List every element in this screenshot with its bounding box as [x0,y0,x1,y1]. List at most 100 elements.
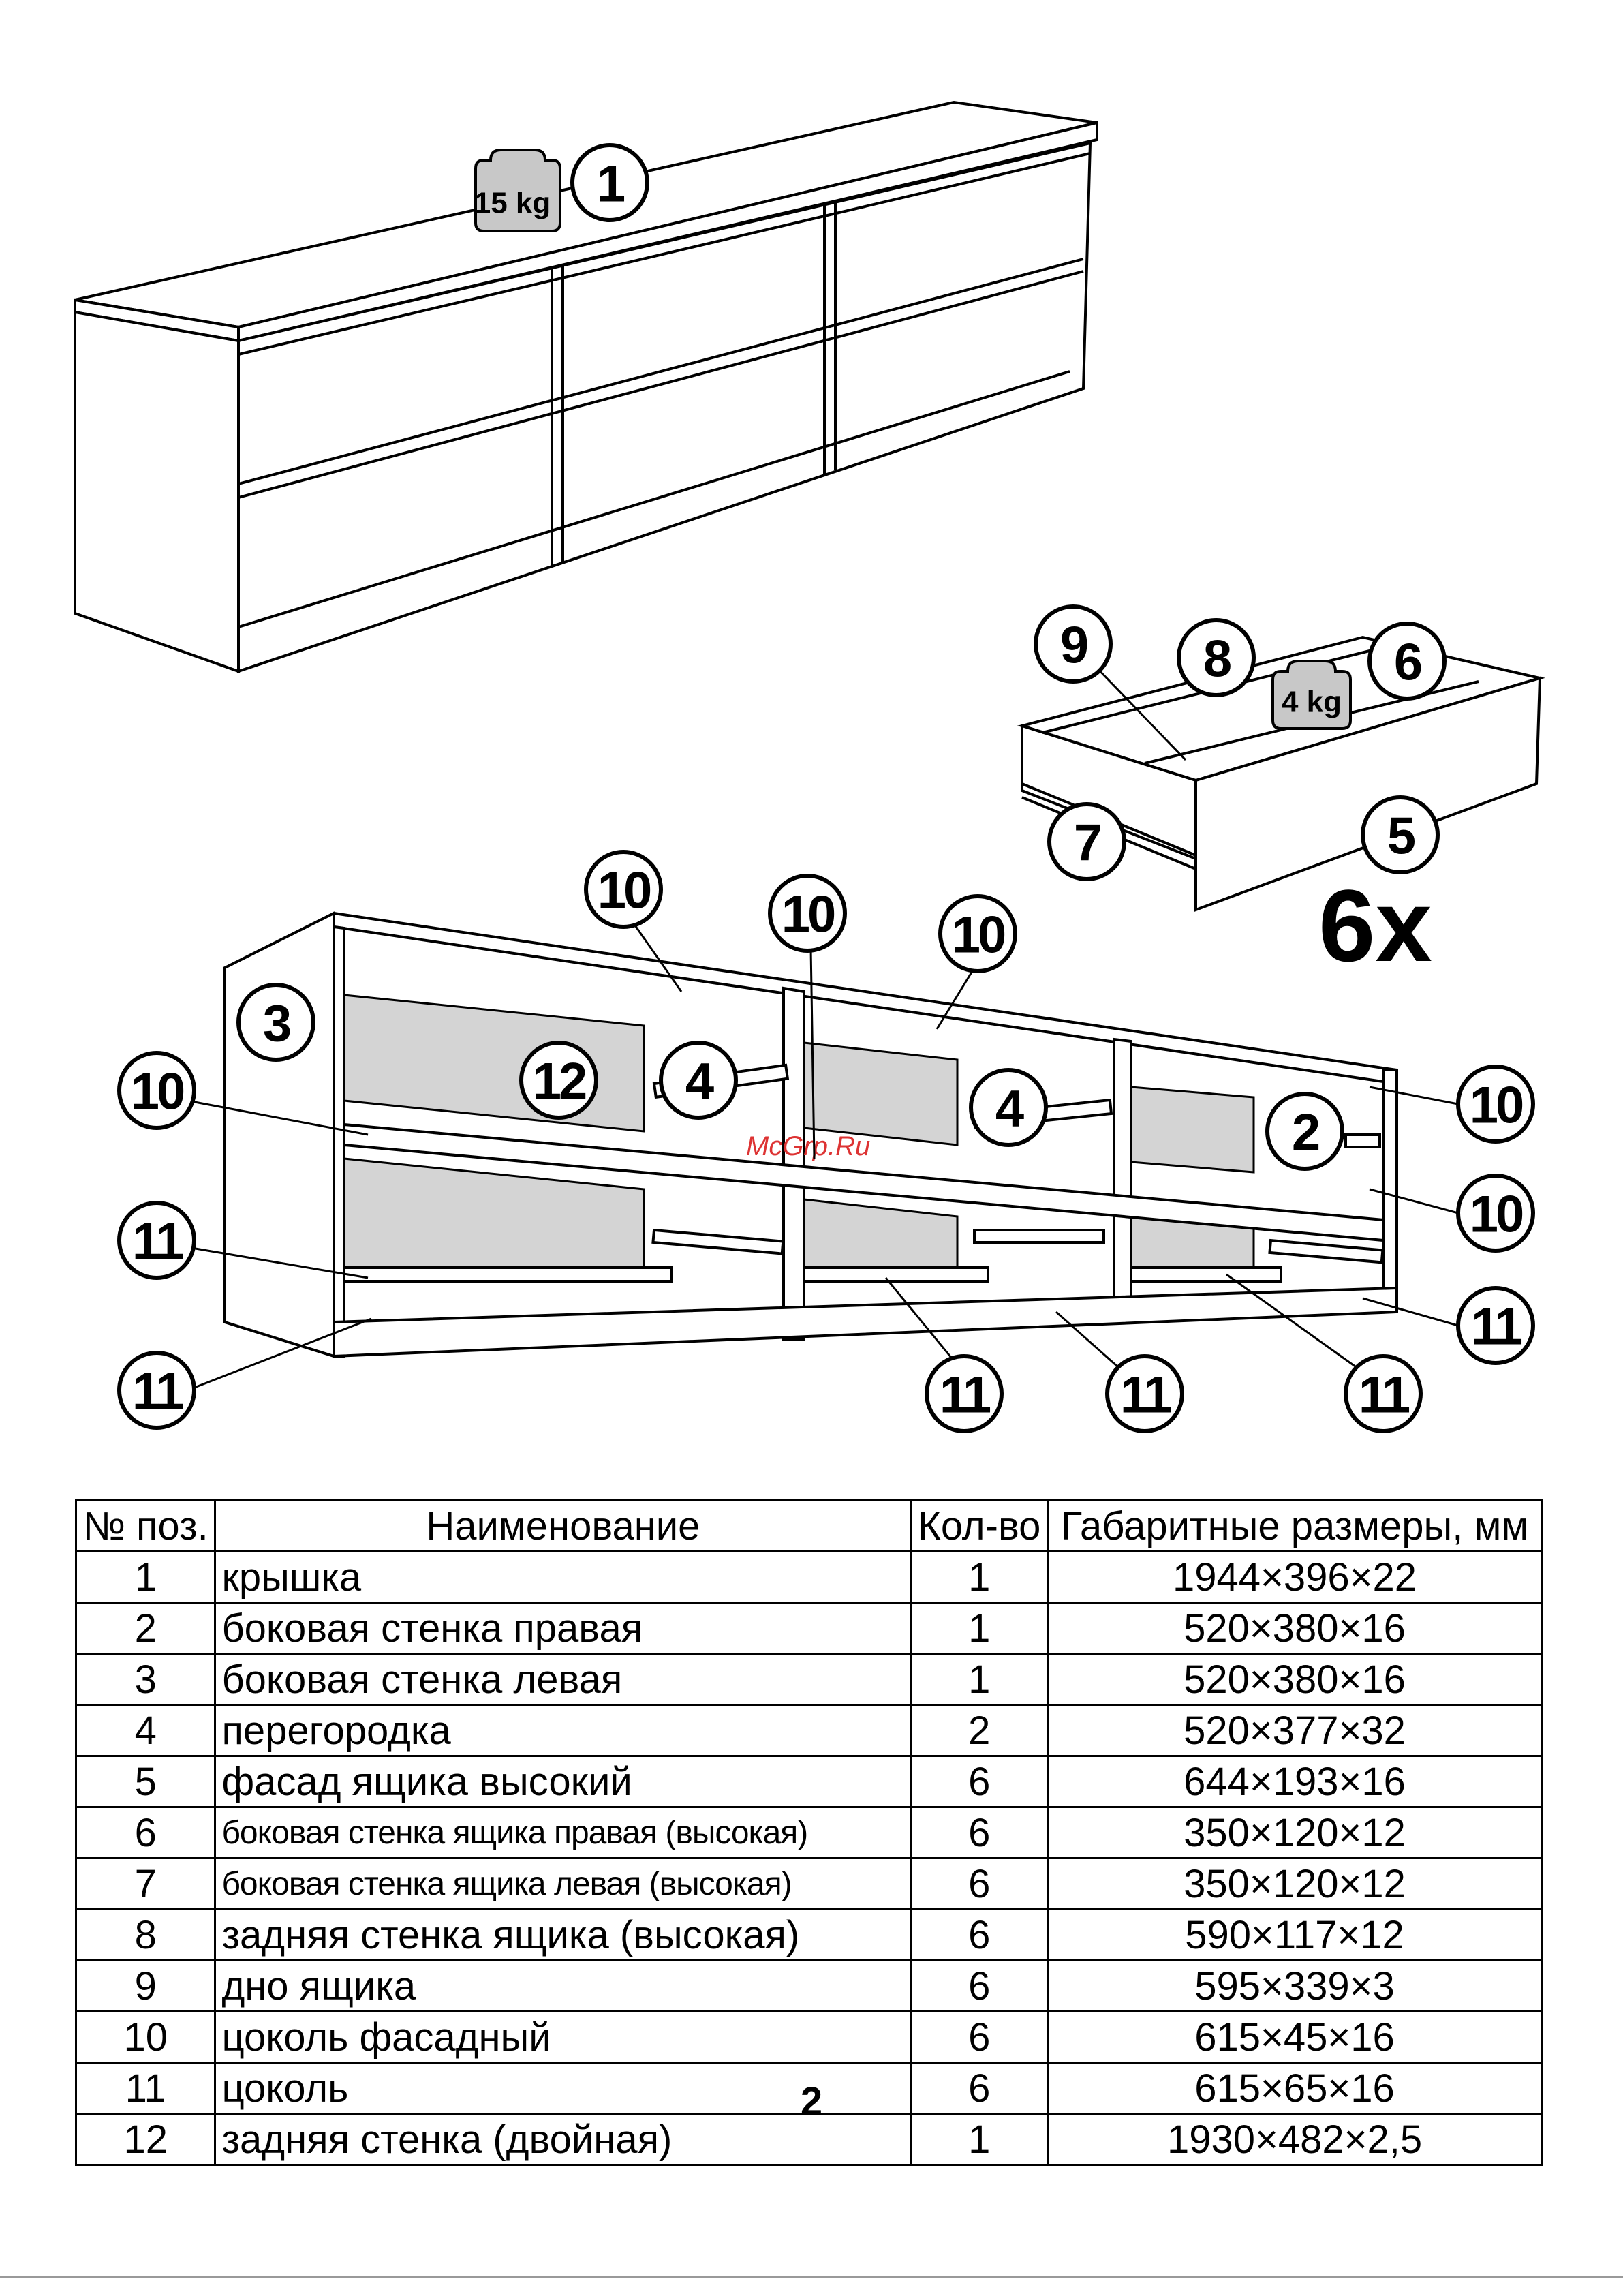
cell-position: 1 [74,1550,217,1604]
cell-name: задняя стенка (двойная) [214,2113,912,2166]
cell-dimensions: 615×45×16 [1047,2010,1543,2064]
cell-quantity: 1 [910,2113,1049,2166]
svg-text:11: 11 [132,1213,183,1271]
callout-10-top-middle: 10 [768,874,847,953]
cell-name: боковая стенка левая [214,1653,912,1706]
svg-text:2: 2 [1292,1104,1319,1162]
cell-position: 3 [74,1653,217,1706]
cell-dimensions: 615×65×16 [1047,2062,1543,2115]
svg-text:11: 11 [1359,1366,1410,1424]
cell-name: крышка [214,1550,912,1604]
cell-name: цоколь фасадный [214,2010,912,2064]
callout-6: 6 [1367,622,1447,701]
cell-position: 8 [74,1908,217,1961]
header-name: Наименование [214,1499,912,1552]
cell-position: 9 [74,1959,217,2012]
cell-name: боковая стенка ящика правая (высокая) [214,1806,912,1859]
callout-8: 8 [1177,618,1256,697]
callout-3: 3 [236,983,315,1062]
svg-text:4: 4 [995,1080,1024,1138]
callout-10-top-right: 10 [938,894,1017,973]
svg-text:1: 1 [597,155,625,213]
cell-dimensions: 520×377×32 [1047,1704,1543,1757]
cell-position: 4 [74,1704,217,1757]
svg-text:6: 6 [1394,634,1421,692]
header-dimensions: Габаритные размеры, мм [1047,1499,1543,1552]
drawer-multiplier: 6x [1318,868,1432,983]
cell-quantity: 1 [910,1550,1049,1604]
cell-dimensions: 595×339×3 [1047,1959,1543,2012]
callout-9: 9 [1034,604,1113,684]
svg-text:11: 11 [1471,1298,1522,1356]
cell-name: задняя стенка ящика (высокая) [214,1908,912,1961]
svg-text:7: 7 [1074,814,1100,872]
leader-lines [187,923,1459,1392]
svg-text:4: 4 [685,1053,714,1111]
cell-dimensions: 520×380×16 [1047,1602,1543,1655]
callout-1: 1 [570,143,649,222]
weight-drawer-label: 4 kg [1282,686,1342,719]
cell-quantity: 2 [910,1704,1049,1757]
svg-text:10: 10 [131,1063,184,1121]
svg-text:3: 3 [263,995,290,1053]
cell-quantity: 1 [910,1602,1049,1655]
parts-table: № поз. Наименование Кол-во Габаритные ра… [74,1499,1543,2166]
callout-7: 7 [1047,802,1126,881]
cell-position: 7 [74,1857,217,1910]
cell-dimensions: 644×193×16 [1047,1755,1543,1808]
cell-quantity: 6 [910,1755,1049,1808]
callout-2: 2 [1265,1092,1344,1171]
callout-10-right-upper: 10 [1456,1065,1535,1144]
cell-dimensions: 1944×396×22 [1047,1550,1543,1604]
weight-top-label: 15 kg [474,187,551,220]
cell-dimensions: 350×120×12 [1047,1857,1543,1910]
cell-position: 12 [74,2113,217,2166]
page-number: 2 [800,2079,823,2124]
cell-name: боковая стенка ящика левая (высокая) [214,1857,912,1910]
cell-quantity: 6 [910,1857,1049,1910]
svg-text:8: 8 [1203,630,1231,688]
callout-11-left-lower: 11 [117,1351,196,1430]
cell-quantity: 6 [910,2062,1049,2115]
cell-quantity: 6 [910,1959,1049,2012]
callout-10-right-lower: 10 [1456,1174,1535,1253]
callout-4-left: 4 [659,1041,738,1120]
svg-text:10: 10 [952,906,1005,964]
table-header-row: № поз. Наименование Кол-во Габаритные ра… [74,1499,1543,1552]
cell-position: 6 [74,1806,217,1859]
cell-dimensions: 520×380×16 [1047,1653,1543,1706]
weight-icon-4kg: 4 kg [1271,660,1352,730]
cell-position: 11 [74,2062,217,2115]
cell-quantity: 6 [910,1806,1049,1859]
callout-12: 12 [519,1041,598,1120]
header-position: № поз. [74,1499,217,1552]
svg-text:10: 10 [1470,1077,1523,1135]
callout-11-left-upper: 11 [117,1201,196,1280]
header-quantity: Кол-во [910,1499,1049,1552]
svg-text:10: 10 [1470,1186,1523,1244]
svg-text:5: 5 [1387,808,1415,866]
svg-text:10: 10 [782,886,835,944]
cell-position: 5 [74,1755,217,1808]
cell-name: цоколь [214,2062,912,2115]
callout-11-right: 11 [1456,1286,1535,1365]
cell-name: дно ящика [214,1959,912,2012]
callout-11-bottom-right: 11 [1344,1354,1423,1433]
callout-11-bottom-middle: 11 [1105,1354,1184,1433]
svg-text:9: 9 [1060,617,1087,675]
svg-text:10: 10 [598,862,651,920]
cell-position: 2 [74,1602,217,1655]
callout-10-top-left: 10 [584,850,663,929]
callout-5: 5 [1361,795,1440,874]
